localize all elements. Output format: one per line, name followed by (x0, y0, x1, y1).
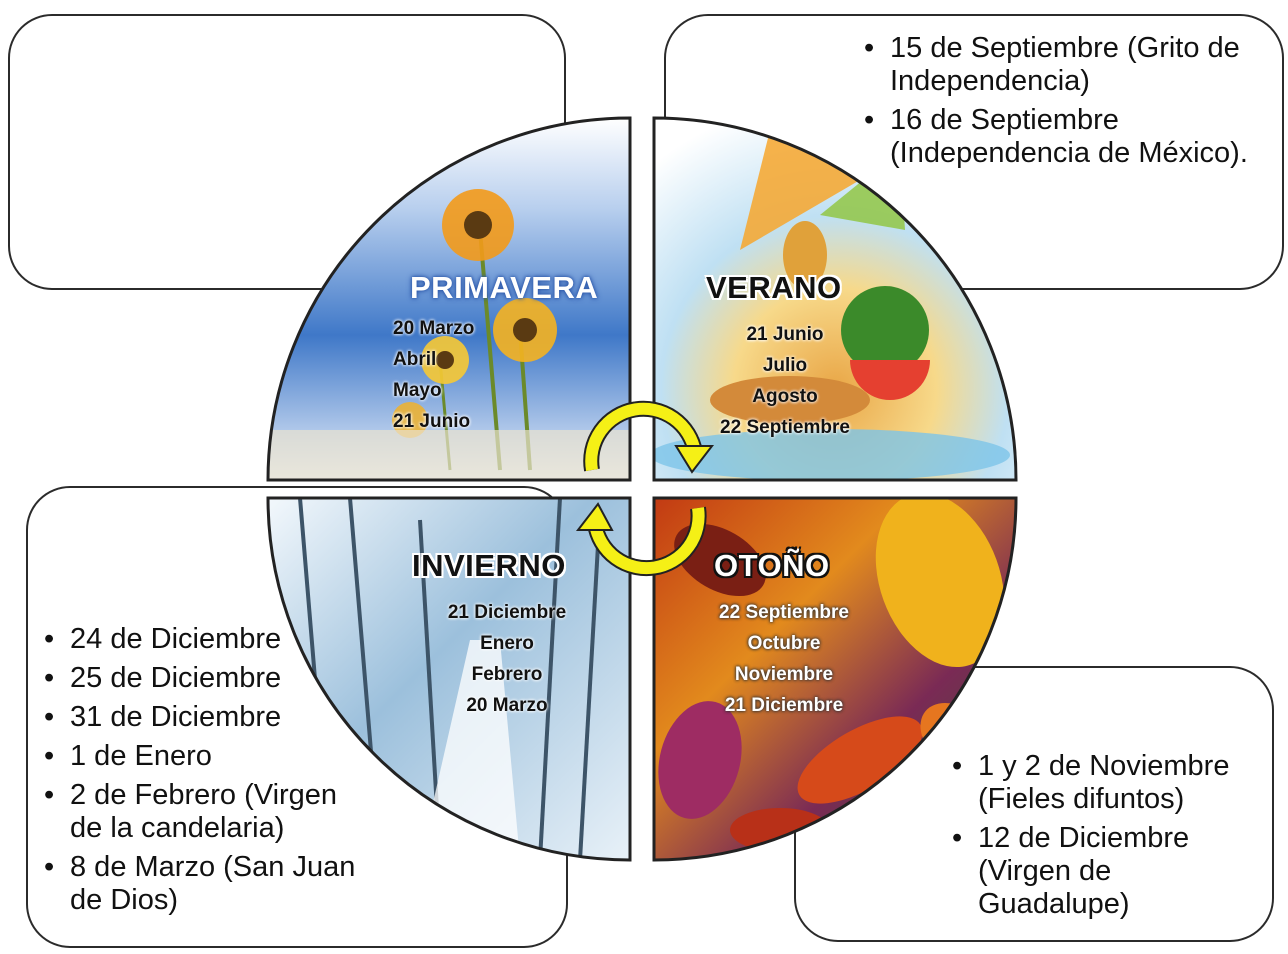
note-item: 8 de Marzo (San Juan de Dios) (44, 851, 374, 917)
verano-notes: 15 de Septiembre (Grito de Independencia… (864, 32, 1264, 176)
note-item: 31 de Diciembre (44, 701, 374, 734)
primavera-quadrant-outline (266, 116, 632, 482)
verano-months: 21 Junio Julio Agosto 22 Septiembre (705, 319, 865, 443)
otono-title: OTOÑO (714, 548, 830, 583)
note-item: 24 de Diciembre (44, 623, 374, 656)
invierno-month: 20 Marzo (466, 695, 548, 716)
otono-month: 22 Septiembre (719, 602, 849, 623)
verano-title: VERANO (706, 270, 842, 305)
invierno-month: 21 Diciembre (447, 602, 567, 623)
note-item: 16 de Septiembre (Independencia de Méxic… (864, 104, 1264, 170)
verano-month: Julio (762, 355, 808, 376)
note-item: 15 de Septiembre (Grito de Independencia… (864, 32, 1264, 98)
invierno-notes: 24 de Diciembre 25 de Diciembre 31 de Di… (44, 623, 374, 923)
otono-month: Octubre (747, 633, 821, 654)
arrow-head-right (674, 445, 715, 474)
otono-notes: 1 y 2 de Noviembre (Fieles difuntos) 12 … (952, 750, 1262, 927)
fruit-illustration (654, 130, 1010, 480)
primavera-title: PRIMAVERA (410, 270, 599, 305)
verano-month: Agosto (752, 386, 818, 407)
invierno-months: 21 Diciembre Enero Febrero 20 Marzo (427, 597, 587, 721)
primavera-months: 20 Marzo Abril Mayo 21 Junio (393, 313, 474, 437)
verano-month: 21 Junio (746, 324, 824, 345)
otono-quadrant-outline (652, 496, 1018, 862)
verano-month: 22 Septiembre (720, 417, 850, 438)
invierno-title: INVIERNO (412, 548, 566, 583)
otono-months: 22 Septiembre Octubre Noviembre 21 Dicie… (704, 597, 864, 721)
invierno-quadrant-outline (266, 496, 632, 862)
invierno-month: Enero (480, 633, 534, 654)
cycle-arrows (575, 400, 715, 577)
note-item: 2 de Febrero (Virgen de la candelaria) (44, 779, 374, 845)
primavera-month: 21 Junio (393, 411, 471, 432)
arrow-head-left (575, 502, 614, 531)
primavera-month: Abril (393, 349, 437, 370)
primavera-month: 20 Marzo (393, 318, 475, 339)
otono-month: Noviembre (734, 664, 834, 685)
invierno-month: Febrero (471, 664, 543, 685)
note-item: 1 de Enero (44, 740, 374, 773)
note-item: 12 de Diciembre (Virgen de Guadalupe) (952, 822, 1262, 921)
otono-month: 21 Diciembre (724, 695, 844, 716)
primavera-month: Mayo (393, 380, 442, 401)
flower-illustration (268, 189, 630, 480)
note-item: 1 y 2 de Noviembre (Fieles difuntos) (952, 750, 1262, 816)
verano-quadrant-outline (652, 116, 1018, 482)
note-item: 25 de Diciembre (44, 662, 374, 695)
